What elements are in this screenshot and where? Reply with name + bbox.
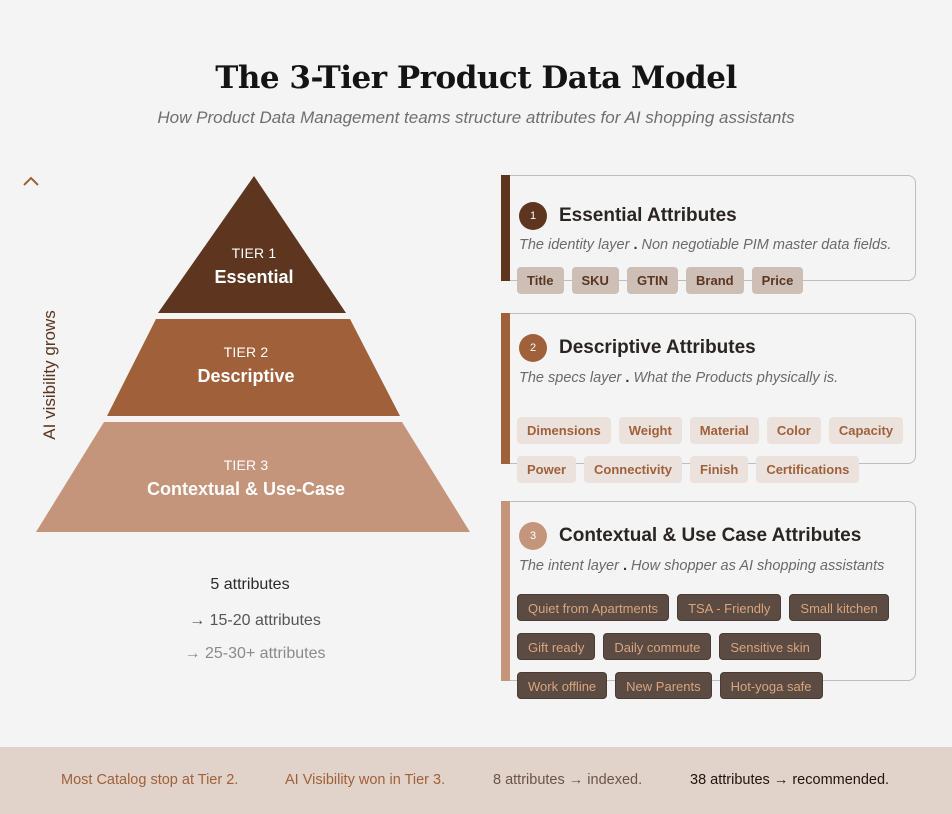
- footer-note-4: 38 attributes → recommended.: [690, 772, 890, 788]
- tier-badge: 1: [519, 202, 547, 230]
- tier-badge: 2: [519, 334, 547, 362]
- desc-part-a: The intent layer: [519, 558, 619, 574]
- card-accent-bar: [501, 501, 510, 681]
- attribute-chip[interactable]: Dimensions: [517, 417, 611, 444]
- tier-1-shape: [158, 176, 346, 313]
- tier-badge: 3: [519, 522, 547, 550]
- desc-part-a: The specs layer: [519, 370, 622, 386]
- page-subtitle: How Product Data Management teams struct…: [157, 108, 795, 127]
- pyramid-diagram: [36, 176, 470, 532]
- footer-note-3: 8 attributes → indexed.: [493, 772, 643, 788]
- attribute-chip[interactable]: Hot-yoga safe: [719, 672, 823, 699]
- attribute-chip[interactable]: Color: [766, 417, 821, 444]
- tier-3-name: Contextual & Use-Case: [146, 479, 346, 499]
- attribute-chip[interactable]: Sensitive skin: [719, 633, 821, 660]
- card-description: The intent layer . How shopper as AI sho…: [519, 558, 884, 574]
- attribute-chip[interactable]: Title: [517, 267, 564, 294]
- card-description: The specs layer . What the Products phys…: [519, 370, 838, 386]
- attribute-chip[interactable]: Power: [517, 456, 577, 483]
- tier-2-number: TIER 2: [223, 344, 269, 360]
- attribute-chip[interactable]: Finish: [690, 456, 749, 483]
- desc-separator: .: [622, 558, 628, 574]
- tier-2-shape: [107, 319, 400, 416]
- attribute-chip[interactable]: Price: [751, 267, 804, 294]
- tier-3-number: TIER 3: [223, 457, 269, 473]
- tier-1-name: Essential: [214, 267, 294, 287]
- attribute-chip[interactable]: TSA - Friendly: [677, 594, 782, 621]
- attribute-chip[interactable]: Small kitchen: [789, 594, 889, 621]
- attribute-chip[interactable]: SKU: [571, 267, 619, 294]
- tier-2-label: TIER 2 Descriptive: [146, 344, 346, 387]
- desc-separator: .: [625, 370, 630, 386]
- footer-banner: Most Catalog stop at Tier 2. AI Visibili…: [0, 747, 952, 814]
- attribute-chip[interactable]: GTIN: [626, 267, 679, 294]
- card-title: Descriptive Attributes: [559, 337, 756, 358]
- attribute-chip[interactable]: Material: [689, 417, 759, 444]
- attribute-chip[interactable]: Connectivity: [584, 456, 683, 483]
- card-essential: 1 Essential Attributes The identity laye…: [501, 175, 916, 281]
- card-header: 2 Descriptive Attributes: [519, 334, 756, 362]
- desc-part-b: Non negotiable PIM master data fields.: [641, 237, 892, 253]
- attribute-chip[interactable]: Work offline: [517, 672, 608, 699]
- attribute-chip[interactable]: Certifications: [756, 456, 860, 483]
- tier-3-count: → 25-30+ attributes: [184, 645, 326, 662]
- card-accent-bar: [501, 313, 510, 464]
- attribute-chip[interactable]: Gift ready: [517, 633, 596, 660]
- card-header: 3 Contextual & Use Case Attributes: [519, 522, 861, 550]
- footer-note-1: Most Catalog stop at Tier 2.: [61, 772, 239, 788]
- desc-part-a: The identity layer: [519, 237, 630, 253]
- tier-1-label: TIER 1 Essential: [154, 245, 354, 288]
- tier-2-name: Descriptive: [197, 366, 295, 386]
- desc-part-b: What the Products physically is.: [633, 370, 839, 386]
- attribute-chip[interactable]: Daily commute: [603, 633, 712, 660]
- attribute-chip[interactable]: Quiet from Apartments: [517, 594, 670, 621]
- chip-list-descriptive: Dimensions Weight Material Color Capacit…: [517, 417, 917, 495]
- footer-note-2: AI Visibility won in Tier 3.: [285, 772, 446, 788]
- attribute-chip[interactable]: New Parents: [615, 672, 712, 699]
- tier-1-number: TIER 1: [231, 245, 277, 261]
- tier-3-shape: [36, 422, 470, 532]
- desc-separator: .: [633, 237, 638, 253]
- attribute-chip[interactable]: Brand: [686, 267, 744, 294]
- tier-1-count: 5 attributes: [210, 576, 290, 593]
- tier-2-count: → 15-20 attributes: [189, 612, 321, 629]
- attribute-chip[interactable]: Weight: [618, 417, 682, 444]
- attribute-chip[interactable]: Capacity: [828, 417, 904, 444]
- tier-3-label: TIER 3 Contextual & Use-Case: [106, 457, 386, 500]
- card-title: Contextual & Use Case Attributes: [559, 525, 862, 546]
- page-title: The 3-Tier Product Data Model: [215, 60, 737, 96]
- card-title: Essential Attributes: [559, 205, 737, 226]
- chip-list-contextual: Quiet from Apartments TSA - Friendly Sma…: [517, 594, 917, 711]
- desc-part-b: How shopper as AI shopping assistants: [631, 558, 885, 574]
- card-header: 1 Essential Attributes: [519, 202, 737, 230]
- card-accent-bar: [501, 175, 510, 281]
- arrow-up-icon: [23, 176, 39, 528]
- card-description: The identity layer . Non negotiable PIM …: [519, 237, 891, 253]
- chip-list-essential: Title SKU GTIN Brand Price: [517, 267, 917, 306]
